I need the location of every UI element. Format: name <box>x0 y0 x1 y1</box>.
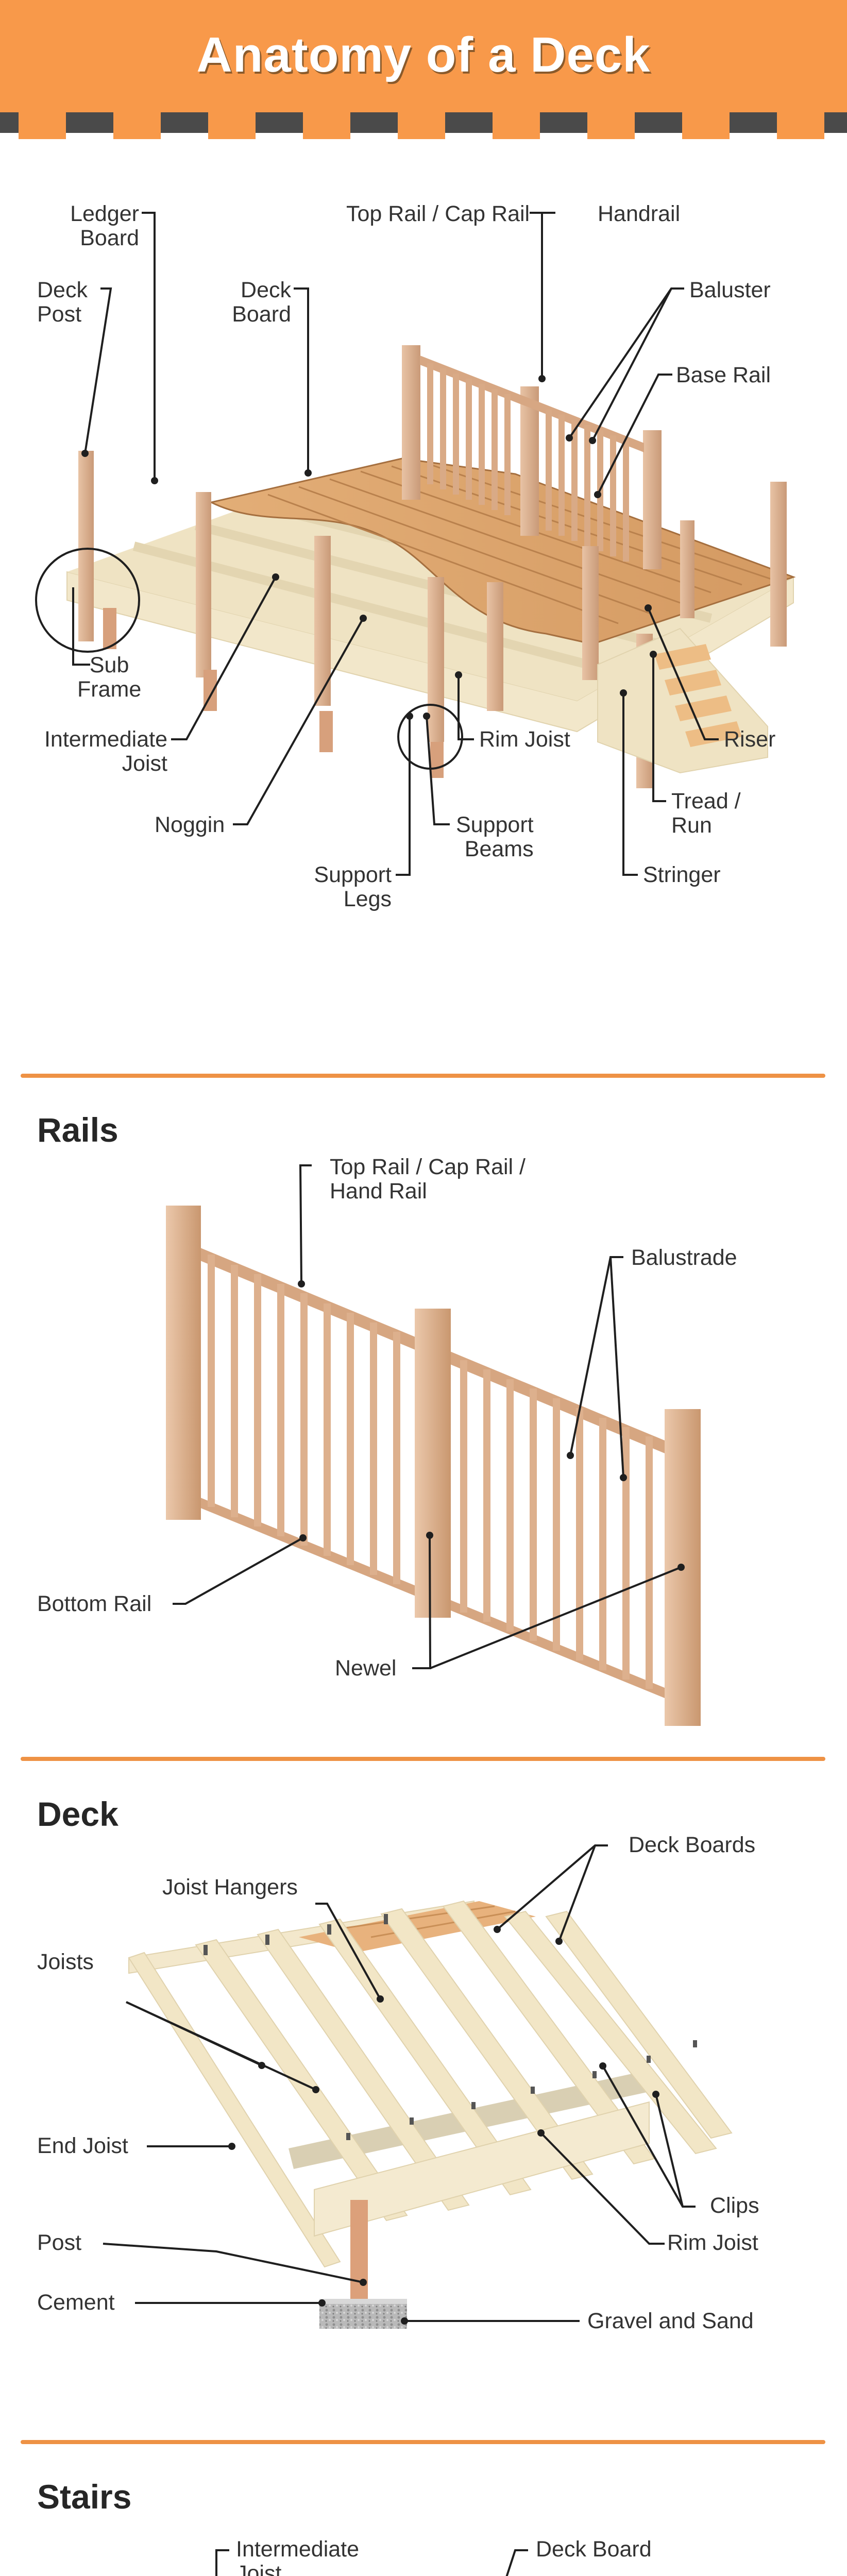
label-rim-joist: Rim Joist <box>667 2230 758 2255</box>
section-heading-stairs: Stairs <box>37 2478 132 2516</box>
section-divider <box>21 2440 825 2444</box>
label-sub-frame: Sub Frame <box>77 653 142 702</box>
label-balustrade: Balustrade <box>631 1245 737 1270</box>
label-intermediate-joist: Intermediate Joist <box>44 727 167 776</box>
label-deck-board: Deck Board <box>536 2537 652 2562</box>
title-banner: Anatomy of a Deck <box>0 0 847 139</box>
stairs-illustration <box>215 2549 528 2576</box>
label-deck-board: Deck Board <box>232 278 291 327</box>
label-baluster: Baluster <box>689 278 771 302</box>
label-clips: Clips <box>710 2193 759 2218</box>
section-divider <box>21 1757 825 1761</box>
label-rim-joist: Rim Joist <box>479 727 570 752</box>
label-base-rail: Base Rail <box>676 363 771 387</box>
label-stringer: Stringer <box>643 862 721 887</box>
label-ledger-board: Ledger Board <box>70 201 139 250</box>
label-end-joist: End Joist <box>37 2133 128 2158</box>
label-intermediate-joist: Intermediate Joist <box>236 2537 360 2576</box>
banner-tooth <box>777 112 824 139</box>
label-joist-hangers: Joist Hangers <box>162 1875 298 1900</box>
banner-tooth <box>113 112 161 139</box>
label-cement: Cement <box>37 2290 115 2315</box>
section-heading-deck: Deck <box>37 1795 118 1833</box>
label-deck-boards: Deck Boards <box>629 1833 756 1857</box>
label-deck-post: Deck Post <box>37 278 88 327</box>
label-post: Post <box>37 2230 82 2255</box>
label-newel: Newel <box>335 1656 397 1681</box>
banner-tooth <box>493 112 540 139</box>
banner-tooth <box>208 112 256 139</box>
label-gravel-and-sand: Gravel and Sand <box>587 2309 754 2333</box>
banner-tooth <box>398 112 445 139</box>
deck-frame-illustration <box>103 1844 733 2329</box>
label-support-legs: Support Legs <box>314 862 392 911</box>
label-riser: Riser <box>724 727 776 752</box>
label-top-rail-cap-rail: Top Rail / Cap Rail <box>346 201 530 226</box>
label-handrail: Handrail <box>598 201 681 226</box>
rails-illustration <box>166 1164 701 1726</box>
label-joists: Joists <box>37 1950 94 1974</box>
label-top-rail-cap-rail-hand-rail: Top Rail / Cap Rail / Hand Rail <box>330 1155 526 1204</box>
label-tread-run: Tread / Run <box>671 789 741 838</box>
label-noggin: Noggin <box>155 812 225 837</box>
label-support-beams: Support Beams <box>456 812 534 861</box>
banner-tooth <box>682 112 730 139</box>
banner-tooth <box>19 112 66 139</box>
banner-tooth <box>587 112 635 139</box>
section-heading-rails: Rails <box>37 1111 118 1149</box>
deck-overview-illustration <box>35 212 796 876</box>
page-title: Anatomy of a Deck <box>196 27 651 82</box>
banner-tooth <box>303 112 350 139</box>
section-divider <box>21 1074 825 1078</box>
label-bottom-rail: Bottom Rail <box>37 1591 152 1616</box>
banner-background <box>0 0 847 112</box>
